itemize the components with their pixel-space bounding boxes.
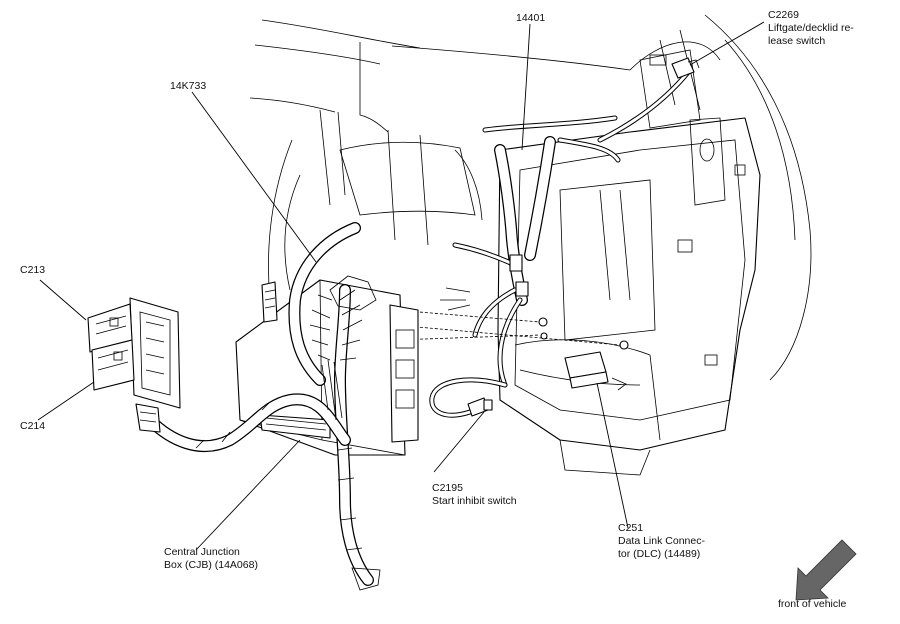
dlc-connector [564, 351, 627, 391]
label-c251: C251 Data Link Connec- tor (DLC) (14489) [618, 522, 705, 560]
label-14k733: 14K733 [170, 80, 207, 92]
c213-c214-connectors [87, 297, 181, 433]
front-of-vehicle-arrow [795, 539, 857, 601]
instrument-panel-bracket [497, 49, 761, 476]
label-central-junction-box: Central Junction Box (CJB) (14A068) [164, 546, 258, 571]
fasteners [394, 309, 629, 350]
harness-14k733 [144, 222, 381, 591]
label-c2195: C2195 Start inhibit switch [432, 482, 517, 507]
c2269-connector [671, 57, 700, 79]
label-c2269: C2269 Liftgate/decklid re- lease switch [768, 9, 854, 47]
label-front-of-vehicle: front of vehicle [778, 598, 847, 610]
central-junction-box [235, 279, 419, 456]
leader-lines [37, 21, 765, 551]
label-c213: C213 [20, 264, 46, 276]
label-c214: C214 [20, 420, 46, 432]
c2195-connector [429, 377, 508, 418]
label-14401: 14401 [516, 12, 546, 24]
harness-14401 [440, 67, 693, 388]
